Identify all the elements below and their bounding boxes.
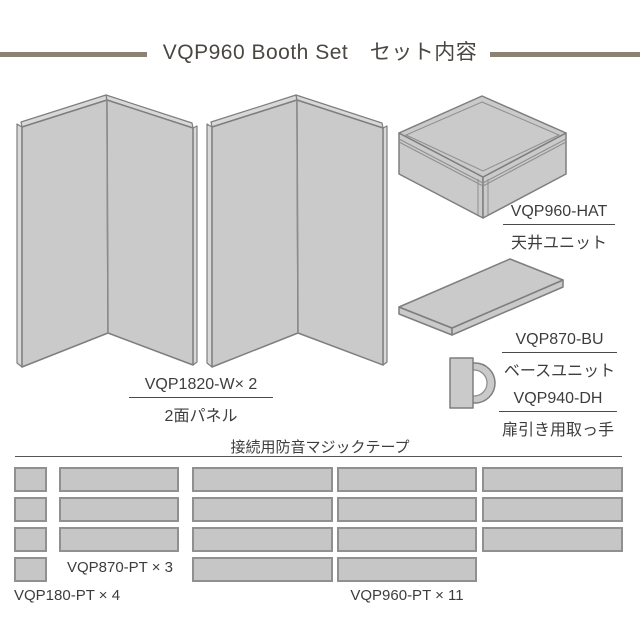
ceiling-unit-illustration [398,95,567,219]
panel-right-wing [106,99,194,366]
panel-fold-line [106,99,109,334]
ceiling-unit-name: 天井ユニット [510,235,607,252]
label-corner-panel: VQP1820-W× 2 2面パネル [129,376,273,426]
base-top-face [398,258,564,329]
hat-top-face [398,95,567,178]
page-title: VQP960 Booth Set セット内容 [162,41,478,64]
tape-strip-long [192,557,333,582]
tape-strip-long [482,527,623,552]
tape-strip-small [14,557,47,582]
tape-long-count-label: VQP960-PT × 11 [350,587,464,604]
base-unit-name: ベースユニット [503,363,616,380]
tape-strip-long [337,527,477,552]
door-handle-name: 扉引き用取っ手 [501,422,614,439]
ceiling-unit-code: VQP960-HAT [503,203,615,225]
tape-section-heading: 接続用防音マジックテープ [230,439,410,456]
tape-strip-medium [59,527,179,552]
tape-strip-long [337,497,477,522]
base-unit-code: VQP870-BU [502,331,617,353]
tape-strip-long [337,557,477,582]
tape-strip-small [14,527,47,552]
tape-small-count-label: VQP180-PT × 4 [14,587,121,604]
header-rule-left [0,52,147,57]
label-base-unit: VQP870-BU ベースユニット [502,331,617,381]
tape-strip-long [192,497,333,522]
tape-strip-long [337,467,477,492]
header-rule-right [490,52,640,57]
label-door-handle: VQP940-DH 扉引き用取っ手 [499,390,617,440]
base-unit-illustration [398,258,564,336]
tape-strip-long [192,527,333,552]
door-handle-illustration [449,357,496,409]
tape-strip-medium [59,497,179,522]
handle-plate [449,357,474,409]
tape-strip-medium [59,467,179,492]
tape-section-rule [15,456,622,457]
tape-strip-long [192,467,333,492]
panel-left-wing [21,99,109,368]
door-handle-code: VQP940-DH [499,390,617,412]
tape-strip-small [14,497,47,522]
corner-panel-code: VQP1820-W× 2 [129,376,273,398]
tape-strip-long [482,497,623,522]
corner-panel-illustration-2 [206,94,388,368]
hat-top-rim [404,101,561,172]
tape-strip-small [14,467,47,492]
label-ceiling-unit: VQP960-HAT 天井ユニット [503,203,615,253]
corner-panel-illustration [16,94,198,368]
hat-side-seam [398,138,567,187]
corner-panel-name: 2面パネル [164,408,238,425]
tape-medium-count-label: VQP870-PT × 3 [66,559,174,576]
hat-corner-seam [477,179,489,215]
tape-strip-long [482,467,623,492]
